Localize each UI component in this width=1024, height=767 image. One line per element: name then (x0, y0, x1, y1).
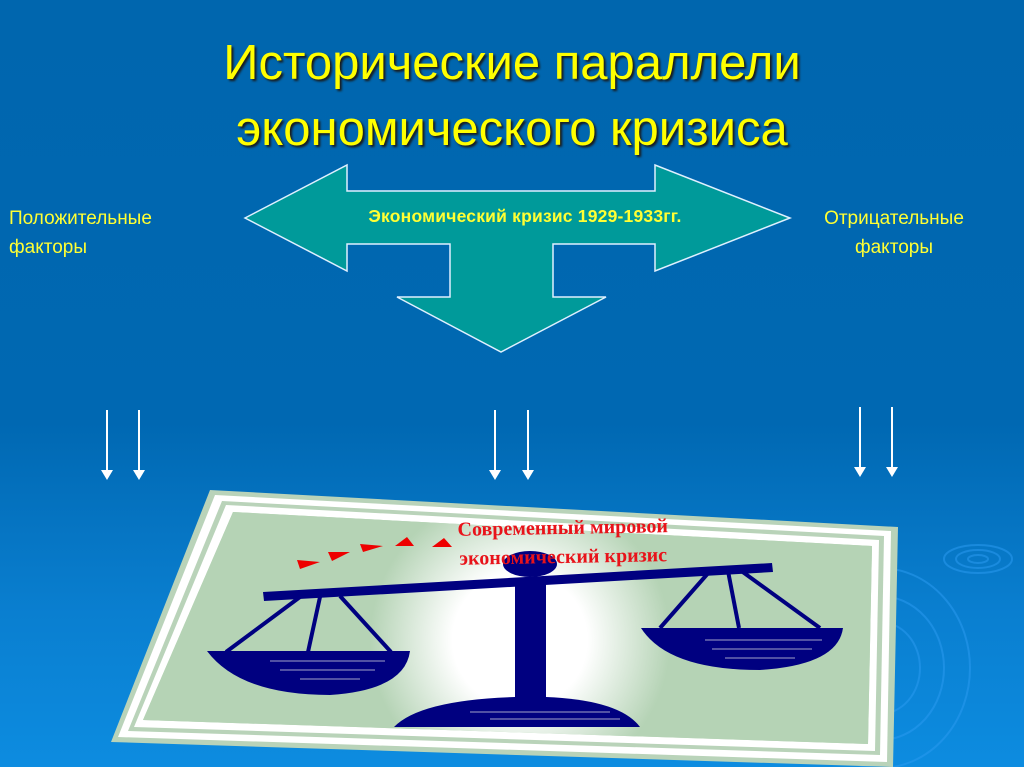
positive-factors-label: Положительные факторы (9, 204, 152, 262)
slide-title: Исторические параллели экономического кр… (0, 30, 1024, 162)
title-line-2: экономического кризиса (236, 102, 788, 156)
scales-icon (207, 551, 843, 727)
title-line-1: Исторические параллели (223, 36, 801, 90)
positive-factors-line-2: факторы (9, 237, 88, 258)
negative-factors-line-1: Отрицательные (824, 208, 964, 229)
red-arrowhead-icon (297, 537, 452, 569)
scale-caption-line-2: экономический кризис (459, 544, 668, 570)
positive-factors-line-1: Положительные (9, 208, 152, 229)
negative-factors-line-2: факторы (854, 237, 933, 258)
negative-factors-label: Отрицательные факторы (798, 204, 990, 262)
central-arrow-label: Экономический кризис 1929-1933гг. (368, 206, 682, 226)
scale-caption: Современный мировой экономический кризис (418, 511, 709, 574)
